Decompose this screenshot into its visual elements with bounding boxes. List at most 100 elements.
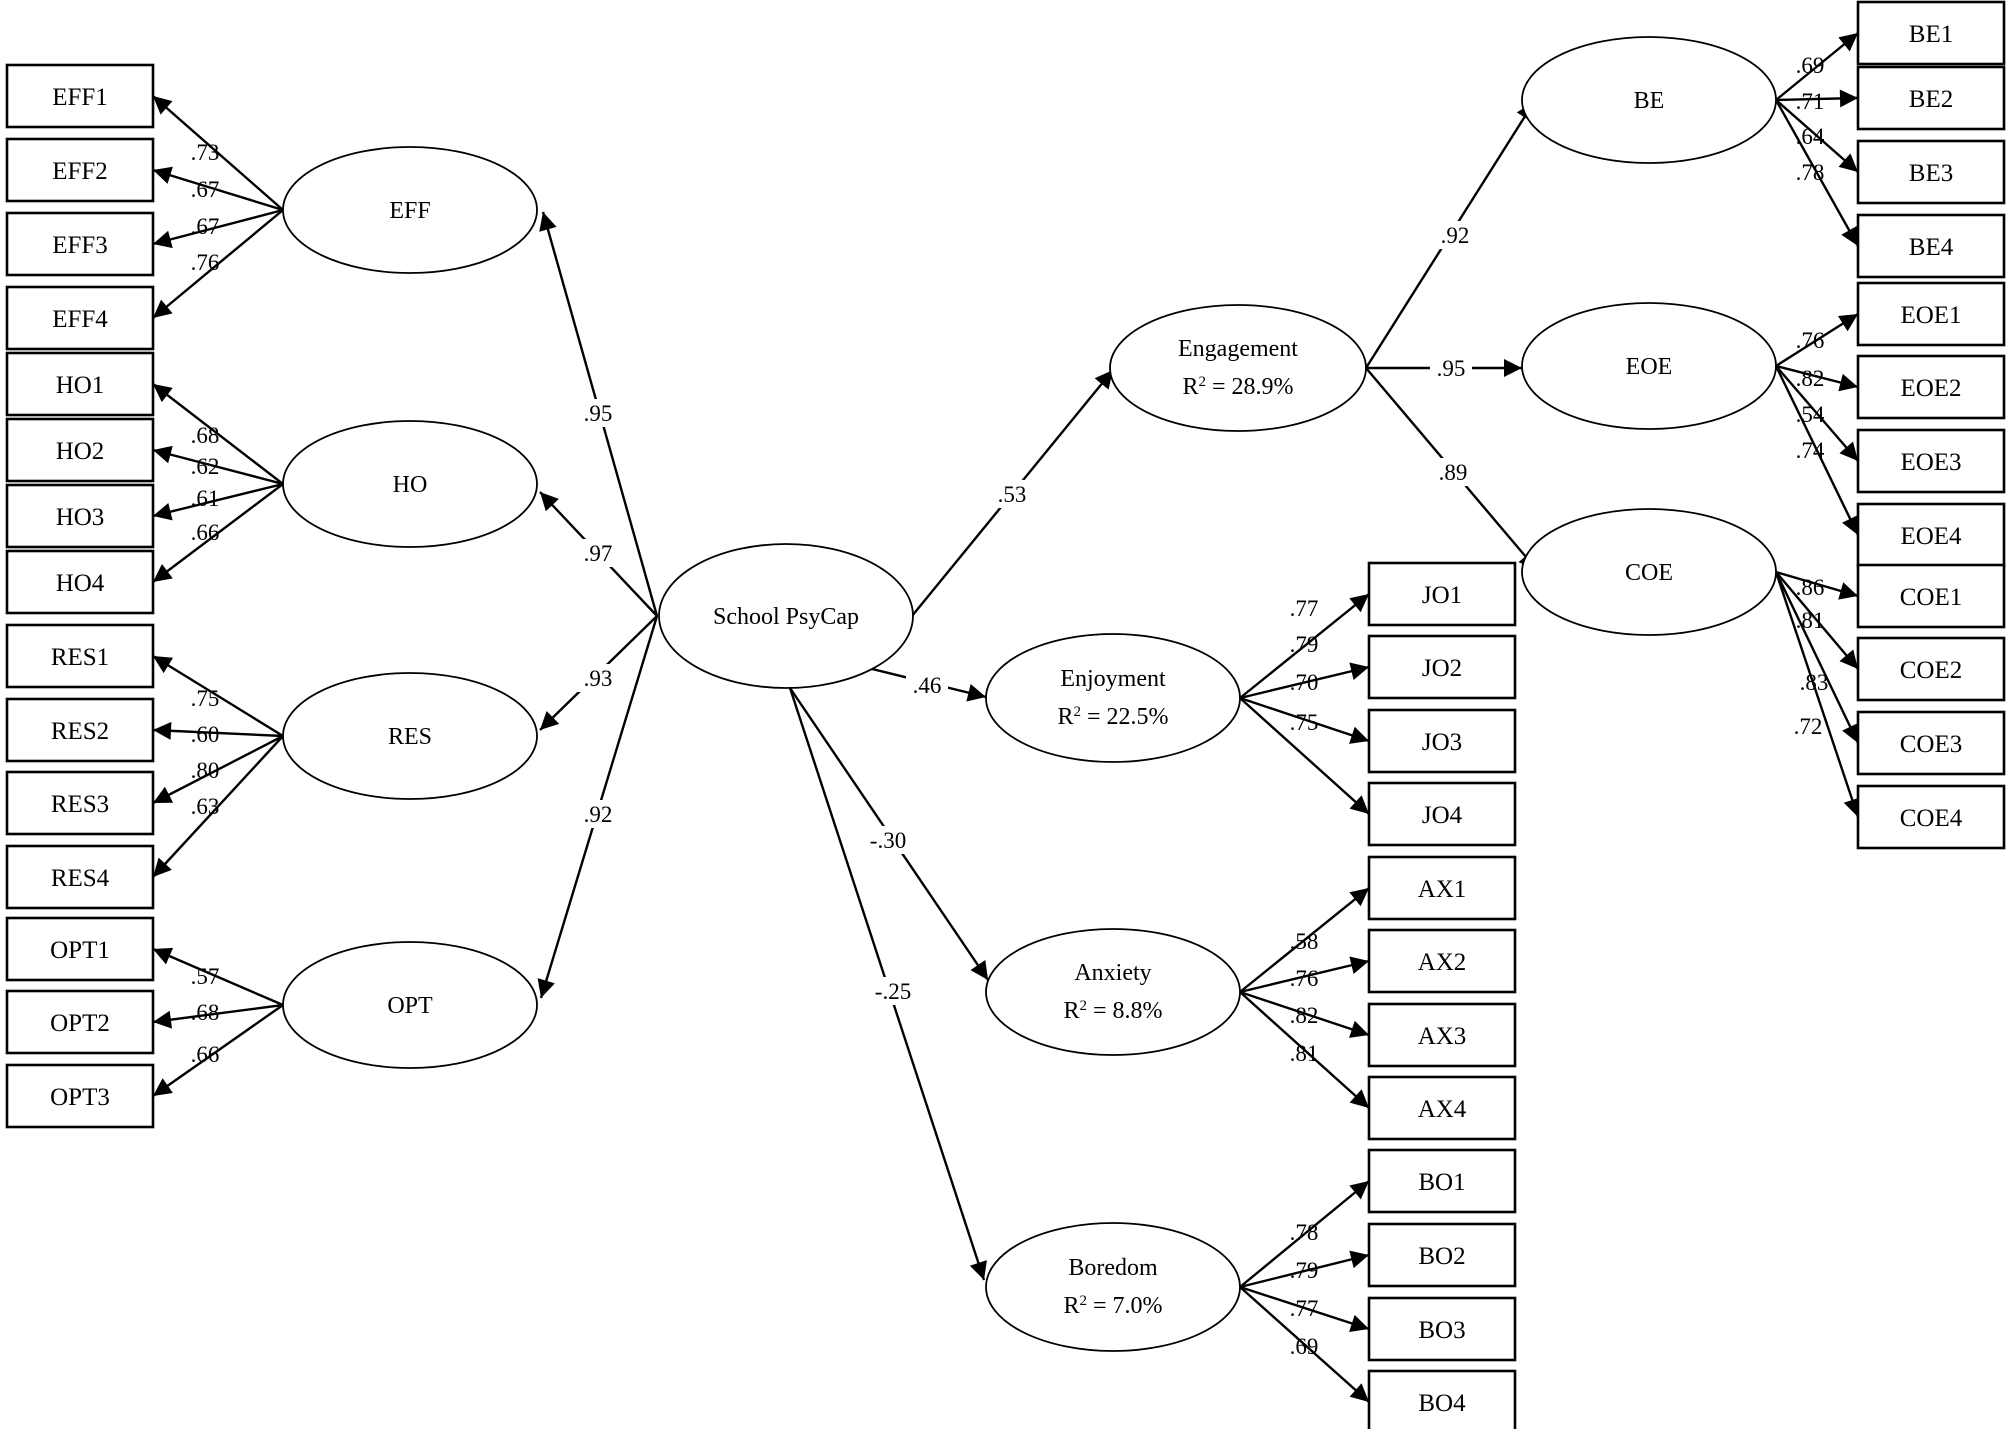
loading-arrow-bo4 (1239, 1286, 1370, 1403)
indicator-box (5, 916, 155, 982)
path-coef-bg (1434, 221, 1476, 249)
loading-coef-be4: .78 (1796, 160, 1825, 185)
indicator-box (5, 623, 155, 689)
loading-coef-jo4: .75 (1290, 710, 1319, 735)
indicator-ax3: AX3 (1367, 1002, 1517, 1068)
loading-coef-ax3: .82 (1290, 1003, 1319, 1028)
latent-eff: EFF (282, 146, 538, 274)
indicator-label: EFF4 (52, 306, 108, 333)
loading-arrow-res3 (152, 734, 284, 805)
indicator-be2: BE2 (1856, 65, 2006, 131)
indicator-box (1367, 1296, 1517, 1362)
indicator-jo3: JO3 (1367, 708, 1517, 774)
loading-arrow-be2 (1775, 89, 1859, 108)
indicator-label: HO3 (56, 504, 105, 531)
indicator-bo1: BO1 (1367, 1148, 1517, 1214)
edges-layer (152, 32, 1861, 1403)
latent-res-label: RES (388, 724, 432, 750)
indicator-label: RES3 (51, 791, 109, 818)
indicator-label: BE4 (1909, 234, 1954, 261)
indicator-box (1856, 710, 2006, 776)
latent-eff-shape (282, 146, 538, 274)
indicator-coe1: COE1 (1856, 563, 2006, 629)
latent-enjoyment-shape (985, 633, 1241, 763)
loading-coef-jo1: .77 (1290, 596, 1319, 621)
indicator-eoe2: EOE2 (1856, 354, 2006, 420)
path-coef-engagement-to-be: .92 (1441, 223, 1470, 248)
indicator-label: RES4 (51, 865, 110, 892)
loading-arrow-jo4 (1239, 697, 1370, 815)
latent-boredom-r2: R2 = 7.0% (1063, 1293, 1162, 1319)
indicator-box (5, 1063, 155, 1129)
indicator-be3: BE3 (1856, 139, 2006, 205)
indicator-opt1: OPT1 (5, 916, 155, 982)
indicator-box (5, 770, 155, 836)
loading-coef-bo3: .77 (1290, 1296, 1319, 1321)
indicator-bo2: BO2 (1367, 1222, 1517, 1288)
loading-arrow-coe2 (1775, 571, 1859, 670)
indicator-box (5, 285, 155, 351)
indicator-box (1856, 213, 2006, 279)
loading-coef-be3: .64 (1796, 124, 1825, 149)
indicator-coe3: COE3 (1856, 710, 2006, 776)
latent-ho: HO (282, 420, 538, 548)
latent-engagement-r2: R2 = 28.9% (1182, 374, 1293, 400)
indicator-box (1856, 428, 2006, 494)
indicator-eff4: EFF4 (5, 285, 155, 351)
indicator-label: JO1 (1422, 582, 1462, 609)
indicator-label: BE1 (1909, 21, 1953, 48)
latent-res: RES (282, 672, 538, 800)
indicator-box (5, 63, 155, 129)
latent-enjoyment-label: Enjoyment (1060, 666, 1166, 692)
indicator-eoe4: EOE4 (1856, 502, 2006, 568)
path-coef-psycap-to-boredom: -.25 (875, 979, 911, 1004)
indicator-box (1367, 1369, 1517, 1429)
path-coef-psycap-to-res: .93 (584, 666, 613, 691)
loading-arrow-res1 (152, 654, 284, 738)
indicator-label: EOE4 (1900, 523, 1962, 550)
latent-ho-label: HO (393, 472, 428, 498)
indicator-label: OPT2 (50, 1010, 110, 1037)
indicator-box (5, 844, 155, 910)
loading-coef-coe4: .72 (1794, 714, 1823, 739)
loading-arrow-eff4 (152, 209, 284, 319)
path-coef-bg (866, 977, 920, 1005)
indicator-box (1856, 281, 2006, 347)
loading-arrow-res4 (152, 735, 284, 878)
latent-boredom-shape (985, 1222, 1241, 1352)
indicator-box (1367, 1148, 1517, 1214)
indicator-label: AX4 (1418, 1096, 1467, 1123)
loading-arrow-jo3 (1239, 696, 1370, 744)
indicator-bo4: BO4 (1367, 1369, 1517, 1429)
loading-coef-eff3: .67 (191, 214, 220, 239)
path-coef-bg (861, 826, 915, 854)
indicator-box (1856, 65, 2006, 131)
latent-psycap: School PsyCap (658, 543, 914, 689)
indicator-box (1367, 855, 1517, 921)
indicator-jo1: JO1 (1367, 561, 1517, 627)
indicator-label: JO4 (1422, 802, 1463, 829)
loading-coef-ho3: .61 (191, 486, 220, 511)
indicator-box (5, 137, 155, 203)
loading-arrow-bo3 (1239, 1285, 1370, 1332)
latent-anxiety-label: Anxiety (1074, 960, 1151, 986)
indicator-box (1856, 563, 2006, 629)
loading-coef-bo1: .78 (1290, 1220, 1319, 1245)
indicator-box (1367, 928, 1517, 994)
loading-coef-coe1: .86 (1796, 575, 1825, 600)
loading-coef-jo2: .79 (1290, 632, 1319, 657)
loading-coef-coe2: .81 (1796, 608, 1825, 633)
loading-coef-ax2: .76 (1290, 966, 1319, 991)
indicator-box (1367, 1002, 1517, 1068)
path-coef-bg (577, 399, 619, 427)
loading-coef-be2: .71 (1796, 89, 1825, 114)
indicator-ax2: AX2 (1367, 928, 1517, 994)
indicator-res4: RES4 (5, 844, 155, 910)
loading-arrow-eoe3 (1775, 365, 1859, 462)
loading-arrow-coe1 (1775, 570, 1859, 600)
indicator-label: HO2 (56, 438, 105, 465)
loading-arrow-be1 (1775, 32, 1859, 101)
loading-coef-res2: .60 (191, 722, 220, 747)
indicator-box (5, 483, 155, 549)
